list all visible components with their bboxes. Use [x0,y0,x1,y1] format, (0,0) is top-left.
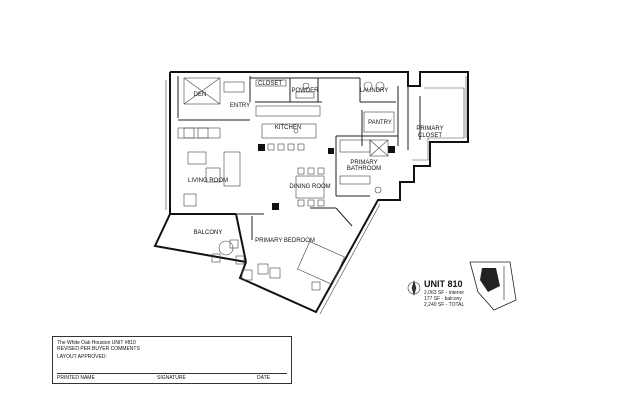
room-label-primary-bath-1: PRIMARY [350,160,377,166]
title-block-line3: LAYOUT APPROVED: [57,354,107,360]
key-plan [469,261,517,311]
bathroom-fixtures [339,139,389,194]
service-fixtures [255,79,395,133]
room-label-entry: ENTRY [230,103,250,109]
room-label-powder: POWDER [292,88,320,94]
room-label-primary-bedroom: PRIMARY BEDROOM [255,238,315,244]
facade-glazing [165,76,467,315]
title-block-line1: The White Oak Houston UNIT #810 [57,340,136,346]
room-label-primary-closet-2: CLOSET [418,133,442,139]
room-label-pantry: PANTRY [368,120,392,126]
printed-name-label: PRINTED NAME [57,375,95,381]
compass-icon [407,279,421,297]
unit-title: UNIT 810 [424,279,463,289]
title-block: The White Oak Houston UNIT #810 REVISED … [52,336,292,384]
bedroom-furniture [257,241,345,291]
closet-shelving [412,87,465,161]
dining-furniture [295,167,325,207]
room-label-living-room: LIVING ROOM [188,178,228,184]
den-furniture [183,77,245,105]
room-label-laundry: LAUNDRY [360,88,389,94]
unit-interior-area: 2,063 SF - interior [424,290,464,296]
date-label: DATE [257,375,270,381]
room-label-primary-bath-2: BATHROOM [347,166,381,172]
living-furniture [177,127,241,207]
room-label-balcony: BALCONY [194,230,223,236]
signature-rule [57,373,287,374]
room-label-den: DEN [194,92,207,98]
room-label-kitchen: KITCHEN [275,125,301,131]
exterior-walls [153,71,469,314]
unit-balcony-area: 177 SF - balcony [424,296,462,302]
signature-label: SIGNATURE [157,375,186,381]
room-label-primary-closet-1: PRIMARY [416,126,443,132]
room-label-closet: CLOSET [258,81,282,87]
unit-total-area: 2,240 SF - TOTAL [424,302,465,308]
balcony-furniture [211,239,253,281]
room-label-dining-room: DINING ROOM [289,184,330,190]
title-block-line2: REVISED PER BUYER COMMENTS [57,346,140,352]
structural-columns [258,144,395,210]
interior-walls [177,76,421,240]
kitchen-fixtures [255,105,321,151]
